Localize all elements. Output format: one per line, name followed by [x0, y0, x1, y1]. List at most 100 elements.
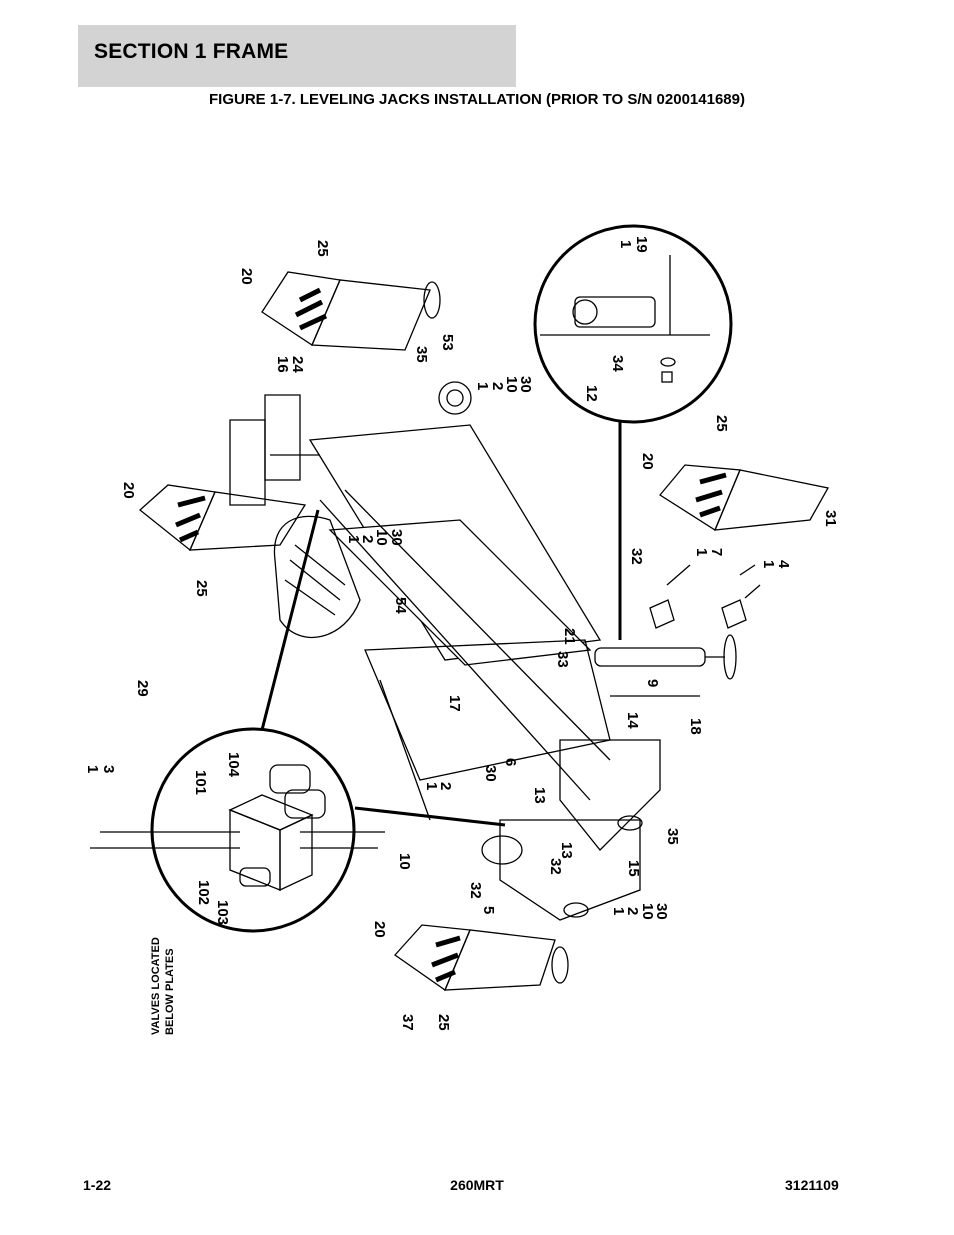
- detail-left-plug: [239, 867, 271, 887]
- crossbar-left: [264, 394, 301, 481]
- callout-20: 20: [639, 453, 656, 470]
- callout-35: 35: [664, 828, 681, 845]
- callout-2: 2: [489, 382, 506, 390]
- callout-37: 37: [399, 1014, 416, 1031]
- callout-104: 104: [225, 752, 242, 778]
- frame-rail-2: [319, 499, 591, 801]
- front-hub-inner: [446, 389, 464, 407]
- callout-25: 25: [314, 240, 331, 257]
- callout-16: 16: [274, 356, 291, 373]
- callouts: 25 20 16 24 35 53 1 2 10 30 20 25 1 2 10…: [84, 236, 839, 1035]
- callout-7: 7: [708, 548, 725, 556]
- callout-5: 5: [480, 906, 497, 914]
- detail-top-washer: [660, 357, 676, 367]
- figure-title: FIGURE 1-7. LEVELING JACKS INSTALLATION …: [209, 91, 745, 108]
- callout-54: 54: [392, 597, 409, 614]
- callout-4: 4: [775, 560, 792, 569]
- hub: [481, 835, 523, 865]
- callout-18: 18: [687, 718, 704, 735]
- callout-1: 1: [474, 382, 491, 390]
- callout-10: 10: [373, 529, 390, 546]
- section-title: SECTION 1 FRAME: [94, 40, 289, 63]
- callout-25: 25: [193, 580, 210, 597]
- frame-bed: [328, 519, 592, 666]
- jack-top: [261, 271, 441, 351]
- detail-leader-left-1: [260, 509, 320, 731]
- detail-left-coil-1: [269, 764, 311, 794]
- jack-right: [659, 464, 830, 531]
- pin-hole-1: [617, 815, 643, 831]
- callout-14: 14: [624, 712, 641, 729]
- callout-30: 30: [482, 765, 499, 782]
- detail-circle-top: [533, 224, 733, 424]
- callout-35: 35: [413, 346, 430, 363]
- detail-top-nut: [661, 371, 673, 383]
- detail-left-block-side: [279, 813, 313, 892]
- callout-20: 20: [371, 921, 388, 938]
- page-number: 1-22: [83, 1177, 112, 1193]
- callout-30: 30: [388, 529, 405, 546]
- callout-2: 2: [437, 782, 454, 790]
- callout-15: 15: [625, 860, 642, 877]
- callout-21: 21: [561, 628, 578, 645]
- callout-34: 34: [609, 355, 626, 372]
- callout-29: 29: [134, 680, 151, 697]
- detail-left-coil-2: [284, 789, 326, 819]
- callout-2: 2: [624, 907, 641, 915]
- callout-32: 32: [467, 882, 484, 899]
- callout-6: 6: [502, 758, 519, 766]
- document-number: 3121109: [785, 1177, 839, 1193]
- section-header: SECTION 1 FRAME: [78, 25, 516, 87]
- callout-2: 2: [359, 535, 376, 543]
- callout-17: 17: [446, 695, 463, 712]
- callout-1: 1: [760, 560, 777, 568]
- callout-13: 13: [558, 842, 575, 859]
- detail-top-valve-knob: [572, 299, 598, 325]
- callout-1: 1: [345, 535, 362, 543]
- pin-hole-2: [563, 902, 589, 918]
- frame-rail: [344, 489, 611, 761]
- jack-cylinder: [594, 599, 747, 697]
- tire-tread: [284, 544, 346, 616]
- callout-10: 10: [639, 903, 656, 920]
- callout-10: 10: [396, 853, 413, 870]
- callout-20: 20: [120, 482, 137, 499]
- crossbar-right: [229, 419, 266, 506]
- rear-beam: [499, 819, 641, 921]
- valves-note-line-1: VALVES LOCATED: [150, 937, 162, 1035]
- callout-101: 101: [192, 770, 209, 795]
- frame-rail-3: [379, 679, 431, 821]
- callout-31: 31: [822, 510, 839, 527]
- diagram-artwork: [90, 224, 830, 991]
- front-hub: [438, 381, 472, 415]
- jack-left: [138, 484, 307, 552]
- jack-bottom: [394, 924, 569, 991]
- callout-32: 32: [547, 858, 564, 875]
- detail-leader-left-2: [354, 806, 506, 827]
- callout-102: 102: [195, 880, 212, 905]
- valves-note-line-2: BELOW PLATES: [164, 948, 176, 1035]
- callout-24: 24: [289, 356, 306, 373]
- callout-32: 32: [628, 548, 645, 565]
- model-number: 260MRT: [450, 1177, 504, 1193]
- callout-1: 1: [84, 765, 101, 773]
- detail-top-valve: [574, 296, 656, 328]
- callout-1: 1: [693, 548, 710, 556]
- callout-1: 1: [617, 240, 634, 248]
- callout-19: 19: [633, 236, 650, 253]
- callout-30: 30: [517, 376, 534, 393]
- callout-33: 33: [554, 651, 571, 668]
- callout-25: 25: [435, 1014, 452, 1031]
- tire: [273, 515, 361, 639]
- callout-9: 9: [644, 679, 661, 687]
- detail-circle-left: [150, 727, 356, 933]
- callout-103: 103: [214, 900, 231, 925]
- callout-1: 1: [610, 907, 627, 915]
- callout-30: 30: [653, 903, 670, 920]
- callout-12: 12: [583, 385, 600, 402]
- bolts-right: [666, 564, 761, 599]
- callout-25: 25: [713, 415, 730, 432]
- callout-10: 10: [503, 376, 520, 393]
- callout-20: 20: [238, 268, 255, 285]
